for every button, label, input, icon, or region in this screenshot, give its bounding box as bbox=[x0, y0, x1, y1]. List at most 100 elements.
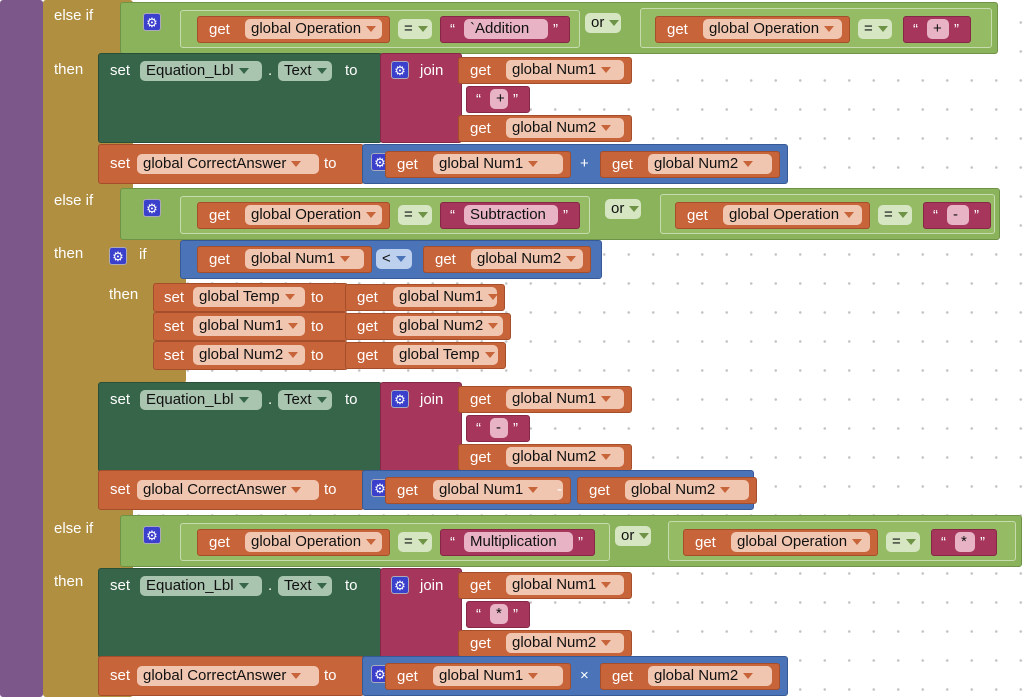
variable-dropdown[interactable]: global Num1 bbox=[245, 249, 364, 269]
text-value[interactable]: `Addition bbox=[464, 19, 548, 39]
variable-dropdown-label: global Num2 bbox=[631, 481, 716, 498]
dropdown-arrow-icon bbox=[395, 256, 406, 263]
dropdown-arrow-icon bbox=[488, 294, 499, 301]
compare-operator-dropdown[interactable]: = bbox=[878, 205, 912, 225]
variable-dropdown[interactable]: global Num1 bbox=[506, 575, 624, 595]
variable-dropdown[interactable]: global Num2 bbox=[648, 666, 772, 686]
then-label: then bbox=[54, 61, 84, 78]
variable-dropdown[interactable]: global Temp bbox=[193, 287, 305, 307]
variable-dropdown[interactable]: global Num1 bbox=[433, 666, 563, 686]
component-dropdown-label: Equation_Lbl bbox=[146, 577, 234, 594]
variable-dropdown-label: global Num2 bbox=[512, 448, 597, 465]
get-label: get bbox=[612, 668, 633, 685]
variable-dropdown[interactable]: global Num2 bbox=[393, 316, 503, 336]
component-dropdown[interactable]: Equation_Lbl bbox=[140, 61, 262, 81]
dropdown-arrow-icon bbox=[601, 640, 612, 647]
text-value[interactable]: * bbox=[955, 532, 975, 552]
math-operator: × bbox=[580, 667, 589, 684]
variable-dropdown[interactable]: global Operation bbox=[245, 205, 382, 225]
set-label: set bbox=[110, 155, 131, 172]
variable-dropdown[interactable]: global Temp bbox=[393, 345, 498, 365]
variable-dropdown[interactable]: global Num2 bbox=[193, 345, 305, 365]
variable-dropdown[interactable]: global Operation bbox=[723, 205, 862, 225]
get-label: get bbox=[589, 482, 610, 499]
gear-icon[interactable]: ⚙ bbox=[391, 576, 409, 594]
component-dropdown[interactable]: Equation_Lbl bbox=[140, 390, 262, 410]
dropdown-arrow-icon bbox=[417, 26, 428, 33]
text-value-label: Subtraction bbox=[470, 206, 546, 223]
variable-dropdown[interactable]: global CorrectAnswer bbox=[137, 480, 319, 500]
close-quote: ” bbox=[513, 606, 518, 623]
gear-icon[interactable]: ⚙ bbox=[143, 526, 161, 544]
gear-icon[interactable]: ⚙ bbox=[391, 61, 409, 79]
variable-dropdown[interactable]: global Num1 bbox=[433, 154, 563, 174]
open-quote: “ bbox=[476, 420, 481, 437]
variable-dropdown[interactable]: global Num1 bbox=[506, 60, 624, 80]
compare-operator-dropdown-label: = bbox=[404, 206, 413, 223]
set-label: set bbox=[110, 391, 131, 408]
compare-operator-dropdown[interactable]: = bbox=[398, 19, 432, 39]
to-label: to bbox=[345, 577, 358, 594]
dropdown-arrow-icon bbox=[601, 125, 612, 132]
text-value-label: + bbox=[933, 20, 942, 37]
variable-dropdown[interactable]: global CorrectAnswer bbox=[137, 666, 319, 686]
text-value[interactable]: Multiplication bbox=[464, 532, 573, 552]
text-value[interactable]: - bbox=[490, 418, 508, 438]
then-label: then bbox=[109, 286, 139, 303]
variable-dropdown[interactable]: global Num1 bbox=[506, 389, 624, 409]
dropdown-arrow-icon bbox=[720, 487, 731, 494]
text-value-label: Multiplication bbox=[470, 533, 557, 550]
component-dropdown[interactable]: Equation_Lbl bbox=[140, 576, 262, 596]
dropdown-arrow-icon bbox=[639, 533, 650, 540]
variable-dropdown[interactable]: global Operation bbox=[245, 19, 382, 39]
compare-operator-dropdown[interactable]: = bbox=[886, 532, 920, 552]
variable-dropdown[interactable]: global Num1 bbox=[193, 316, 305, 336]
variable-dropdown[interactable]: global Operation bbox=[731, 532, 870, 552]
dropdown-arrow-icon bbox=[601, 582, 612, 589]
property-dropdown-label: Text bbox=[284, 391, 312, 408]
dropdown-arrow-icon bbox=[897, 212, 908, 219]
or-operator-dropdown[interactable]: or bbox=[605, 199, 641, 219]
dropdown-arrow-icon bbox=[528, 487, 539, 494]
dropdown-arrow-icon bbox=[417, 212, 428, 219]
variable-dropdown[interactable]: global Num2 bbox=[625, 480, 749, 500]
compare-operator-dropdown[interactable]: = bbox=[398, 205, 432, 225]
text-value[interactable]: + bbox=[490, 89, 508, 109]
variable-dropdown[interactable]: global Operation bbox=[245, 532, 382, 552]
text-value-label: - bbox=[496, 419, 501, 436]
text-value[interactable]: + bbox=[927, 19, 949, 39]
get-label: get bbox=[397, 482, 418, 499]
compare-operator-dropdown[interactable]: = bbox=[858, 19, 892, 39]
variable-dropdown-label: global Num1 bbox=[512, 576, 597, 593]
compare-operator-dropdown-label: = bbox=[404, 533, 413, 550]
compare-operator-dropdown-label: = bbox=[864, 20, 873, 37]
variable-dropdown[interactable]: global Num2 bbox=[648, 154, 772, 174]
text-value[interactable]: - bbox=[947, 205, 969, 225]
compare-operator-dropdown[interactable]: < bbox=[376, 249, 412, 269]
or-operator-dropdown[interactable]: or bbox=[585, 13, 621, 33]
property-dropdown[interactable]: Text bbox=[278, 61, 332, 81]
open-quote: “ bbox=[476, 606, 481, 623]
variable-dropdown[interactable]: global Num2 bbox=[471, 249, 583, 269]
variable-dropdown[interactable]: global Num1 bbox=[433, 480, 563, 500]
gear-icon[interactable]: ⚙ bbox=[391, 390, 409, 408]
property-dropdown[interactable]: Text bbox=[278, 390, 332, 410]
variable-dropdown[interactable]: global Num2 bbox=[506, 447, 624, 467]
compare-operator-dropdown[interactable]: = bbox=[398, 532, 432, 552]
gear-icon[interactable]: ⚙ bbox=[143, 13, 161, 31]
variable-dropdown[interactable]: global Operation bbox=[703, 19, 842, 39]
variable-dropdown[interactable]: global Num2 bbox=[506, 633, 624, 653]
gear-icon[interactable]: ⚙ bbox=[371, 479, 389, 497]
gear-icon[interactable]: ⚙ bbox=[109, 247, 127, 265]
text-value[interactable]: Subtraction bbox=[464, 205, 558, 225]
or-operator-dropdown-label: or bbox=[611, 200, 625, 217]
variable-dropdown-label: global Num2 bbox=[199, 346, 284, 363]
dropdown-arrow-icon bbox=[743, 673, 754, 680]
variable-dropdown[interactable]: global Num1 bbox=[393, 287, 499, 307]
variable-dropdown[interactable]: global Num2 bbox=[506, 118, 624, 138]
gear-icon[interactable]: ⚙ bbox=[143, 199, 161, 217]
or-operator-dropdown[interactable]: or bbox=[615, 526, 651, 546]
property-dropdown[interactable]: Text bbox=[278, 576, 332, 596]
text-value[interactable]: * bbox=[490, 604, 508, 624]
variable-dropdown[interactable]: global CorrectAnswer bbox=[137, 154, 319, 174]
